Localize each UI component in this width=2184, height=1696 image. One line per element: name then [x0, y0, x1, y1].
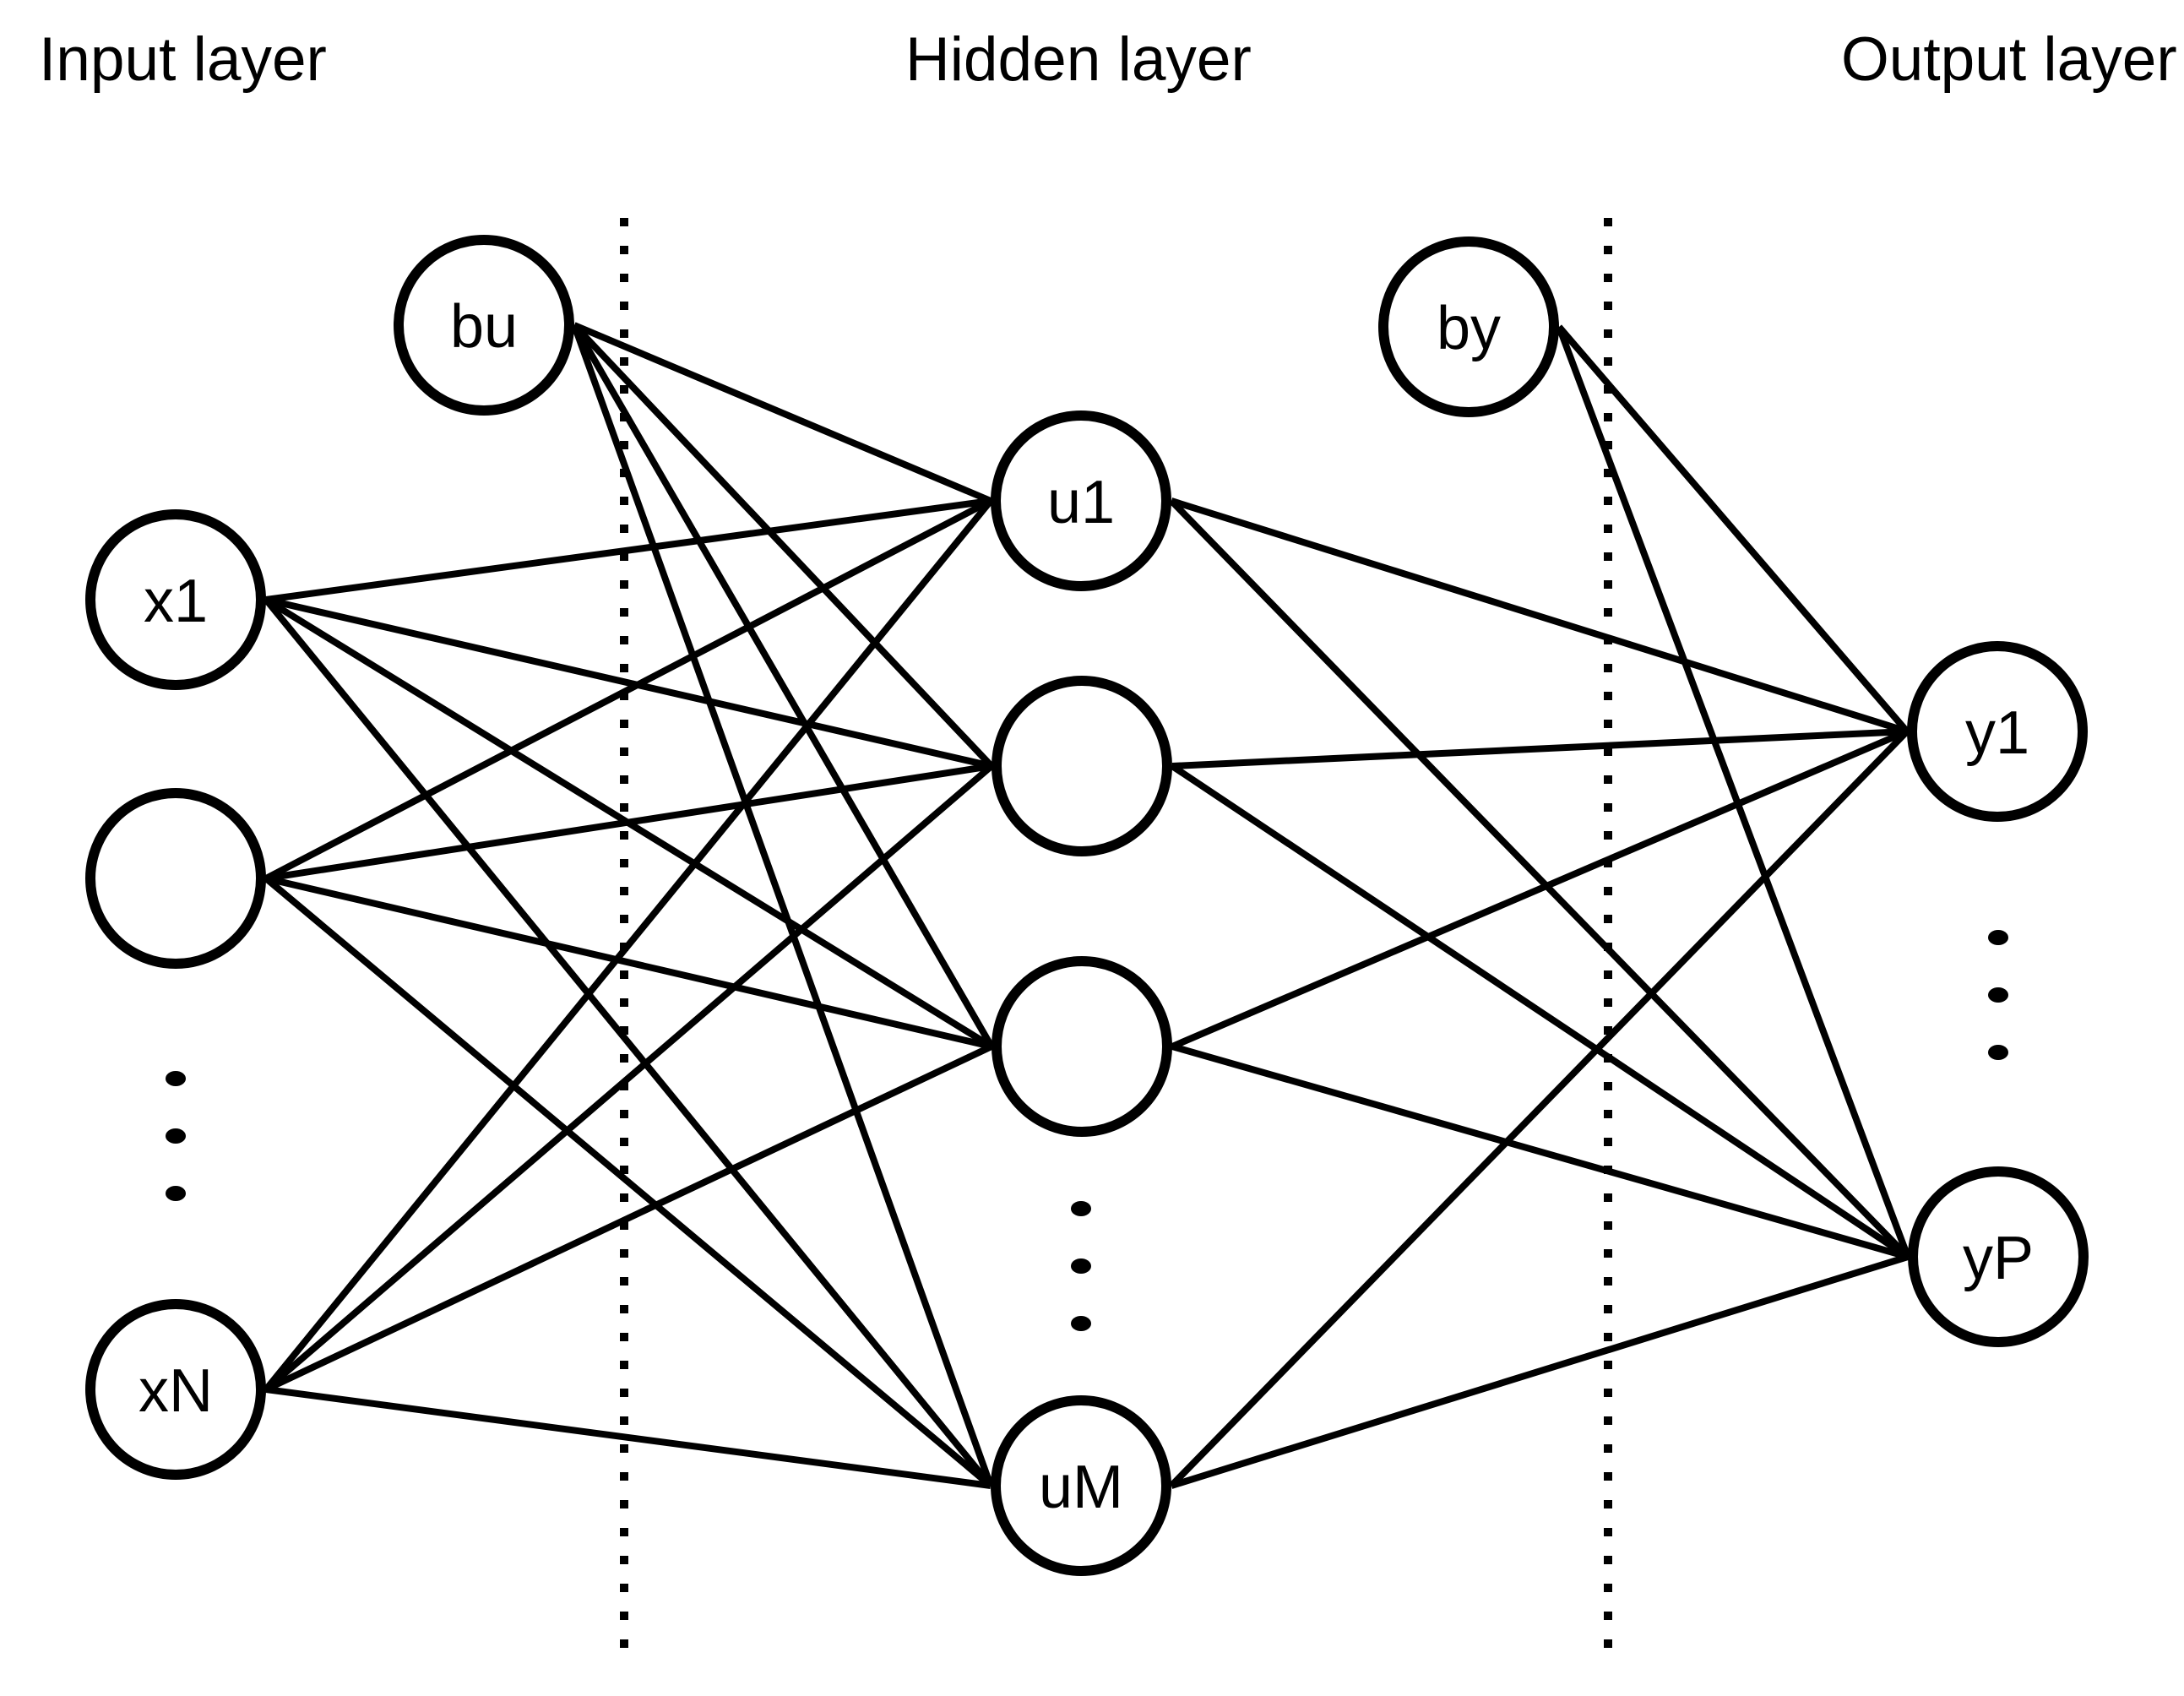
edge-u3-y1 [1171, 728, 1909, 1050]
node-u2-circle [991, 676, 1172, 856]
edge-x2-uM [263, 875, 993, 1489]
input-ellipsis-dot-2 [166, 1128, 186, 1144]
edge-u2-yP [1170, 763, 1910, 1260]
node-bu-label: bu [450, 293, 518, 361]
node-by-circle [1378, 236, 1559, 417]
output-layer-title: Output layer [1841, 25, 2177, 94]
edge-xN-uM [265, 1386, 991, 1489]
input-ellipsis-dot-3 [166, 1186, 186, 1201]
edge-uM-y1 [1169, 729, 1910, 1488]
output-ellipsis-dot-1 [1988, 930, 2008, 945]
output-ellipsis-dot-3 [1988, 1045, 2008, 1060]
edge-bu-u3 [571, 323, 995, 1049]
edge-x1-uM [263, 597, 994, 1488]
node-by-label: by [1437, 295, 1501, 362]
node-x1-circle [85, 509, 266, 690]
hidden-ellipsis-dot-1 [1071, 1201, 1091, 1216]
node-x2-circle [85, 788, 266, 969]
edge-bu-u1 [573, 322, 992, 504]
output-ellipsis-dot-2 [1988, 987, 2008, 1003]
input-layer-title: Input layer [39, 25, 327, 94]
edge-bu-u2 [572, 323, 994, 769]
edge-u2-y1 [1171, 728, 1908, 769]
edge-x1-u1 [265, 497, 991, 603]
edge-u1-y1 [1170, 497, 1909, 735]
edge-u3-yP [1171, 1043, 1910, 1260]
hidden-ellipsis-dot-2 [1071, 1258, 1091, 1274]
edge-x2-u3 [265, 875, 992, 1050]
node-y1-label: y1 [1965, 699, 2029, 767]
node-uM-label: uM [1039, 1454, 1123, 1521]
edge-x1-u2 [265, 596, 992, 769]
edge-xN-u2 [263, 763, 994, 1393]
input-ellipsis-dot-1 [166, 1071, 186, 1086]
edge-x2-u2 [265, 763, 992, 882]
node-yP-circle [1908, 1166, 2089, 1347]
node-bu-circle [394, 235, 574, 416]
node-xN-label: xN [139, 1357, 213, 1425]
node-u3-circle [991, 956, 1172, 1137]
hidden-layer-title: Hidden layer [905, 25, 1252, 94]
node-u1-circle [991, 410, 1171, 591]
edge-by-y1 [1556, 324, 1910, 734]
node-y1-circle [1907, 641, 2088, 822]
node-uM-circle [991, 1395, 1171, 1576]
node-xN-circle [85, 1299, 266, 1480]
edge-bu-uM [571, 323, 994, 1487]
edge-by-yP [1556, 325, 1911, 1258]
edge-u1-yP [1169, 498, 1910, 1259]
node-yP-label: yP [1963, 1225, 2034, 1292]
edge-uM-yP [1170, 1253, 1910, 1489]
edge-x2-u1 [264, 497, 992, 882]
hidden-ellipsis-dot-3 [1071, 1316, 1091, 1331]
node-u1-label: u1 [1047, 469, 1115, 536]
edge-xN-u3 [264, 1043, 993, 1393]
node-x1-label: x1 [144, 568, 208, 635]
